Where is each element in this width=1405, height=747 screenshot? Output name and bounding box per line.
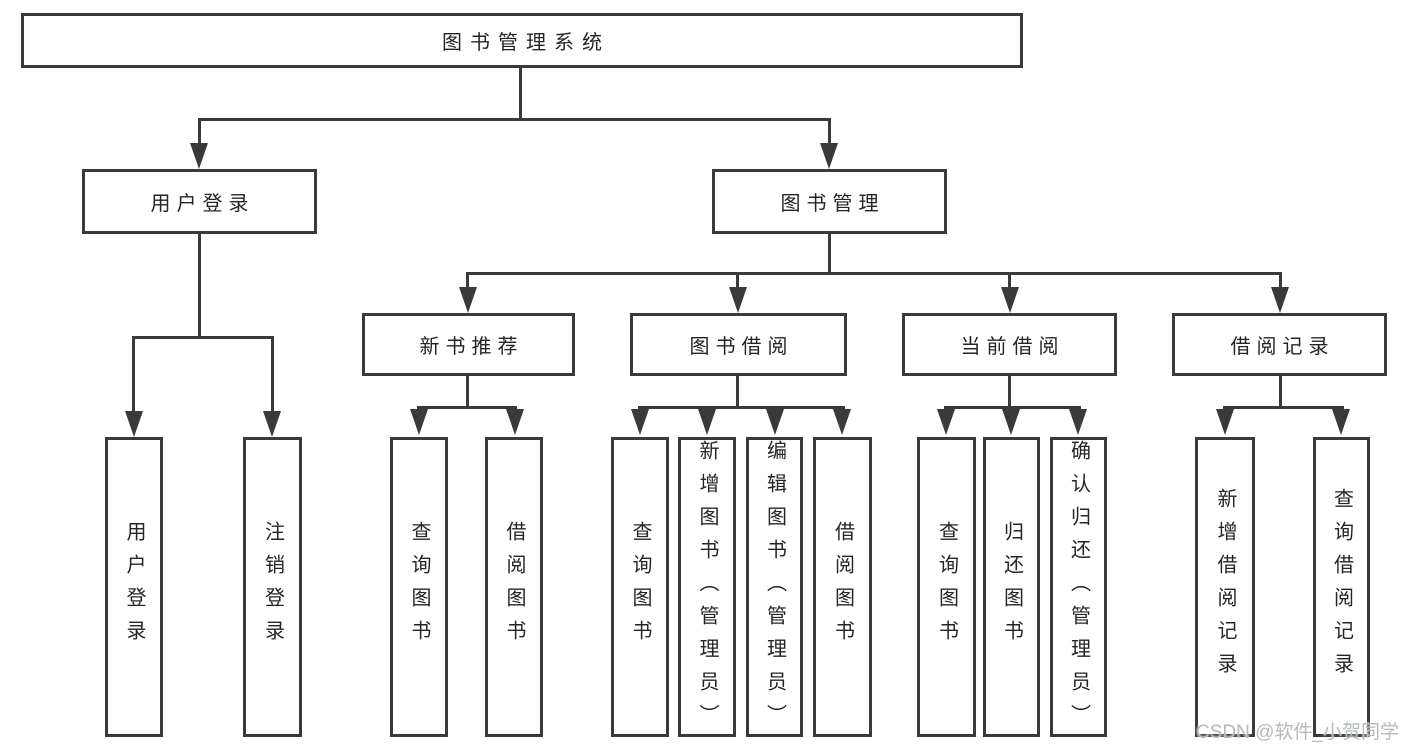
arrow-down-icon bbox=[506, 409, 524, 435]
connector-line bbox=[132, 336, 274, 339]
connector-line bbox=[828, 233, 831, 275]
connector-line bbox=[1279, 375, 1282, 409]
connector-line bbox=[198, 118, 831, 121]
node-book-borrow: 图书借阅 bbox=[630, 313, 847, 376]
leaf-borrow-books-recommend-label: 借阅图书 bbox=[503, 521, 525, 653]
arrow-down-icon bbox=[729, 287, 747, 313]
csdn-watermark: CSDN @软件_小贺同学 bbox=[1196, 722, 1399, 743]
arrow-down-icon bbox=[698, 409, 716, 435]
arrow-down-icon bbox=[1069, 409, 1087, 435]
leaf-query-books-current: 查询图书 bbox=[917, 437, 976, 737]
node-user-login-label: 用户登录 bbox=[150, 193, 255, 215]
arrow-down-icon bbox=[1216, 409, 1234, 435]
leaf-query-borrow-record-label: 查询借阅记录 bbox=[1330, 488, 1353, 686]
connector-line bbox=[466, 272, 1282, 275]
leaf-logout: 注销登录 bbox=[243, 437, 302, 737]
arrow-down-icon bbox=[820, 143, 838, 169]
leaf-edit-books-admin: 编辑图书（管理员） bbox=[746, 437, 803, 737]
leaf-borrow-books: 借阅图书 bbox=[813, 437, 872, 737]
leaf-query-books-recommend: 查询图书 bbox=[390, 437, 448, 737]
node-book-management-label: 图书管理 bbox=[780, 193, 885, 215]
arrow-down-icon bbox=[631, 409, 649, 435]
connector-line bbox=[736, 272, 739, 290]
arrow-down-icon bbox=[1271, 287, 1289, 313]
node-user-login: 用户登录 bbox=[82, 169, 317, 234]
leaf-query-books-borrow: 查询图书 bbox=[611, 437, 669, 737]
node-borrow-records: 借阅记录 bbox=[1172, 313, 1387, 376]
node-current-borrow-label: 当前借阅 bbox=[960, 336, 1065, 358]
arrow-down-icon bbox=[1002, 409, 1020, 435]
node-current-borrow: 当前借阅 bbox=[902, 313, 1117, 376]
connector-line bbox=[198, 232, 201, 339]
leaf-confirm-return-admin: 确认归还（管理员） bbox=[1050, 437, 1107, 737]
connector-line bbox=[736, 375, 739, 409]
leaf-borrow-books-recommend: 借阅图书 bbox=[485, 437, 543, 737]
connector-line bbox=[519, 65, 522, 121]
node-book-borrow-label: 图书借阅 bbox=[689, 336, 794, 358]
leaf-query-books-recommend-label: 查询图书 bbox=[408, 521, 430, 653]
connector-line bbox=[1008, 375, 1011, 409]
connector-line bbox=[1008, 272, 1011, 290]
arrow-down-icon bbox=[263, 411, 281, 437]
leaf-query-books-current-label: 查询图书 bbox=[935, 521, 958, 653]
connector-line bbox=[466, 272, 469, 290]
leaf-user-login: 用户登录 bbox=[105, 437, 163, 737]
arrow-down-icon bbox=[1001, 287, 1019, 313]
arrow-down-icon bbox=[937, 409, 955, 435]
leaf-query-books-borrow-label: 查询图书 bbox=[629, 521, 651, 653]
connector-line bbox=[638, 406, 845, 409]
node-root-label: 图书管理系统 bbox=[442, 32, 610, 54]
connector-line bbox=[466, 375, 469, 409]
leaf-return-books: 归还图书 bbox=[983, 437, 1040, 737]
node-book-management: 图书管理 bbox=[712, 169, 947, 234]
connector-line bbox=[1279, 272, 1282, 290]
leaf-user-login-label: 用户登录 bbox=[123, 521, 145, 653]
connector-line bbox=[1223, 406, 1344, 409]
leaf-return-books-label: 归还图书 bbox=[1000, 521, 1023, 653]
arrow-down-icon bbox=[190, 143, 208, 169]
leaf-logout-label: 注销登录 bbox=[261, 521, 284, 653]
arrow-down-icon bbox=[459, 287, 477, 313]
connector-line bbox=[271, 336, 274, 413]
leaf-confirm-return-admin-label: 确认归还（管理员） bbox=[1067, 440, 1090, 737]
node-new-book-recommend-label: 新书推荐 bbox=[419, 336, 524, 358]
node-new-book-recommend: 新书推荐 bbox=[362, 313, 575, 376]
leaf-add-borrow-record-label: 新增借阅记录 bbox=[1214, 488, 1236, 686]
connector-line bbox=[417, 406, 517, 409]
connector-line bbox=[828, 118, 831, 147]
connector-line bbox=[132, 336, 135, 413]
arrow-down-icon bbox=[410, 409, 428, 435]
leaf-add-books-admin-label: 新增图书（管理员） bbox=[696, 440, 718, 737]
connector-line bbox=[198, 118, 201, 147]
arrow-down-icon bbox=[833, 409, 851, 435]
node-root: 图书管理系统 bbox=[21, 13, 1023, 68]
node-borrow-records-label: 借阅记录 bbox=[1230, 336, 1335, 358]
arrow-down-icon bbox=[766, 409, 784, 435]
leaf-borrow-books-label: 借阅图书 bbox=[831, 521, 854, 653]
leaf-add-books-admin: 新增图书（管理员） bbox=[678, 437, 736, 737]
connector-line bbox=[944, 406, 1081, 409]
leaf-edit-books-admin-label: 编辑图书（管理员） bbox=[763, 440, 786, 737]
leaf-add-borrow-record: 新增借阅记录 bbox=[1195, 437, 1255, 737]
leaf-query-borrow-record: 查询借阅记录 bbox=[1313, 437, 1370, 737]
arrow-down-icon bbox=[125, 411, 143, 437]
arrow-down-icon bbox=[1332, 409, 1350, 435]
